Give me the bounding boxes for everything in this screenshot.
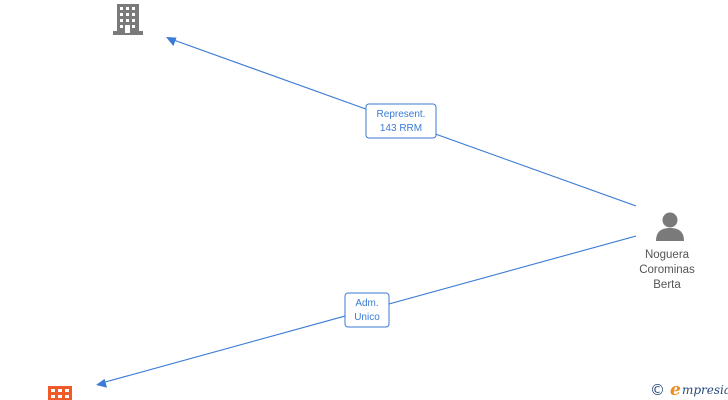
person-node[interactable]: Noguera Corominas Berta [639, 212, 695, 292]
edge-label-line-2: 143 RRM [380, 123, 422, 134]
edge-label-box-represent [365, 103, 437, 139]
edge-label-line-1: Adm. [355, 298, 378, 309]
arrow-head-bottom-company [96, 378, 107, 388]
building-icon [48, 386, 72, 400]
edge-adm-unico: Adm. Unico [96, 235, 637, 388]
person-icon [656, 212, 684, 241]
copyright-symbol: © [650, 381, 665, 399]
person-name-line-2: Corominas [639, 264, 695, 276]
company-node-bottom[interactable] [48, 386, 72, 400]
arrow-head-top-company [166, 37, 177, 47]
edge-represent: Represent. 143 RRM [166, 37, 637, 207]
person-name-line-1: Noguera [645, 249, 690, 261]
building-icon [113, 4, 143, 35]
edge-label-box-adm-unico [344, 292, 390, 328]
edge-label-line-2: Unico [354, 312, 380, 323]
brand-rest: mpresia [682, 383, 728, 397]
brand-initial: e [670, 380, 681, 400]
company-node-top[interactable] [113, 4, 143, 35]
empresia-watermark: © e mpresia [650, 380, 728, 400]
edge-label-line-1: Represent. [377, 109, 426, 120]
person-name-line-3: Berta [653, 279, 681, 291]
